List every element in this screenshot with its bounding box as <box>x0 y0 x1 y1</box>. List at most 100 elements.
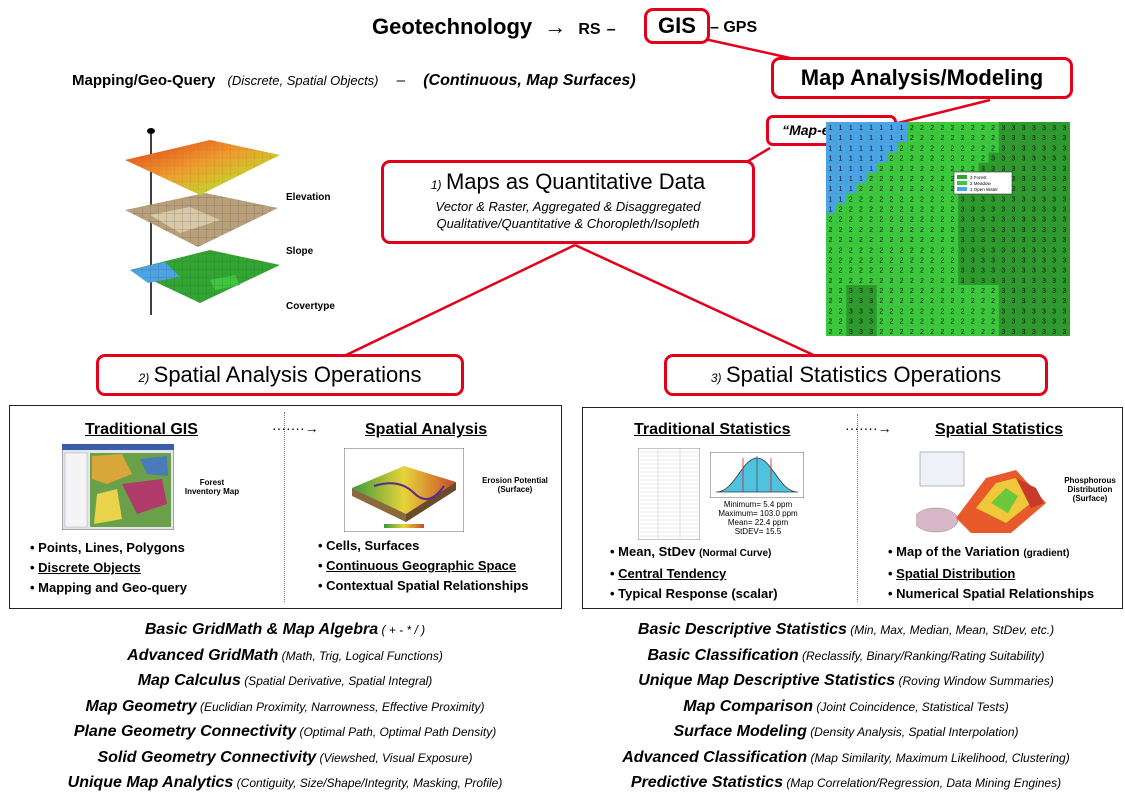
svg-text:3: 3 <box>1032 135 1036 142</box>
quant-line1: Vector & Raster, Aggregated & Disaggrega… <box>435 199 701 214</box>
analysis-list-item-detail: (Spatial Derivative, Spatial Integral) <box>244 674 433 688</box>
svg-text:2: 2 <box>879 257 883 264</box>
svg-text:1: 1 <box>829 145 833 152</box>
svg-text:3: 3 <box>869 308 873 315</box>
svg-text:2: 2 <box>839 227 843 234</box>
svg-text:3: 3 <box>859 288 863 295</box>
bullet-map-variation: • Map of the Variation (gradient) <box>888 544 1070 559</box>
gps-label: – GPS <box>710 19 758 36</box>
svg-text:2: 2 <box>910 288 914 295</box>
svg-text:2: 2 <box>920 227 924 234</box>
svg-text:2: 2 <box>940 156 944 163</box>
svg-text:2: 2 <box>920 247 924 254</box>
svg-text:3: 3 <box>1062 237 1066 244</box>
traditional-gis-bullets: • Points, Lines, Polygons • Discrete Obj… <box>30 538 187 598</box>
svg-text:2: 2 <box>829 268 833 275</box>
svg-text:2: 2 <box>930 298 934 305</box>
statistics-list-item-name: Predictive Statistics <box>630 774 783 791</box>
svg-text:3: 3 <box>1012 125 1016 132</box>
svg-text:3: 3 <box>1062 186 1066 193</box>
svg-text:2: 2 <box>920 207 924 214</box>
svg-text:3: 3 <box>961 257 965 264</box>
svg-text:2: 2 <box>900 207 904 214</box>
svg-text:1: 1 <box>849 186 853 193</box>
svg-text:2: 2 <box>910 217 914 224</box>
gis-label: GIS <box>658 13 696 38</box>
statistics-list-item-detail: (Min, Max, Median, Mean, StDev, etc.) <box>850 623 1055 637</box>
bullet-typical-response: • Typical Response (scalar) <box>610 586 778 601</box>
svg-text:1: 1 <box>849 176 853 183</box>
svg-text:3: 3 <box>1052 176 1056 183</box>
svg-text:2: 2 <box>900 156 904 163</box>
covertype-label: Covertype <box>286 301 335 312</box>
svg-text:3: 3 <box>1012 237 1016 244</box>
svg-text:2: 2 <box>829 227 833 234</box>
svg-text:2: 2 <box>879 237 883 244</box>
svg-text:3: 3 <box>961 207 965 214</box>
svg-text:2: 2 <box>961 135 965 142</box>
svg-text:2: 2 <box>940 308 944 315</box>
svg-text:1: 1 <box>869 135 873 142</box>
svg-text:3: 3 <box>971 247 975 254</box>
svg-text:2: 2 <box>971 145 975 152</box>
svg-text:3: 3 <box>1001 156 1005 163</box>
svg-text:2: 2 <box>951 278 955 285</box>
svg-text:2: 2 <box>859 237 863 244</box>
analysis-list-item-detail: (Optimal Path, Optimal Path Density) <box>299 725 497 739</box>
erosion-caption: Erosion Potential (Surface) <box>482 476 548 494</box>
svg-text:2: 2 <box>900 247 904 254</box>
svg-text:3: 3 <box>1062 207 1066 214</box>
mapping-label: Mapping/Geo-Query <box>72 72 216 89</box>
svg-text:3: 3 <box>1042 278 1046 285</box>
analysis-list-item-detail: (Contiguity, Size/Shape/Integrity, Maski… <box>236 776 503 790</box>
svg-text:2: 2 <box>981 319 985 326</box>
svg-text:2: 2 <box>981 329 985 336</box>
svg-text:2: 2 <box>879 298 883 305</box>
svg-text:1: 1 <box>869 125 873 132</box>
svg-text:3: 3 <box>1022 288 1026 295</box>
svg-text:3: 3 <box>1001 237 1005 244</box>
svg-text:2: 2 <box>879 227 883 234</box>
statistics-list-item-name: Surface Modeling <box>673 723 807 740</box>
svg-text:2: 2 <box>879 196 883 203</box>
svg-text:2: 2 <box>951 217 955 224</box>
svg-text:2: 2 <box>910 268 914 275</box>
svg-text:3: 3 <box>991 247 995 254</box>
svg-text:3: 3 <box>991 268 995 275</box>
svg-text:2: 2 <box>991 319 995 326</box>
svg-text:2: 2 <box>991 329 995 336</box>
svg-text:3: 3 <box>961 227 965 234</box>
svg-text:3: 3 <box>1022 247 1026 254</box>
spatial-statistics-bullets: • Map of the Variation (gradient) • Spat… <box>888 542 1094 604</box>
svg-text:3: 3 <box>991 227 995 234</box>
svg-text:2: 2 <box>910 176 914 183</box>
svg-text:2: 2 <box>951 186 955 193</box>
svg-text:2: 2 <box>849 278 853 285</box>
statistics-list-item: Map Comparison (Joint Coincidence, Stati… <box>568 698 1124 724</box>
spatial-statistics-list: Basic Descriptive Statistics (Min, Max, … <box>568 621 1124 800</box>
svg-text:2: 2 <box>930 217 934 224</box>
analysis-list-item-name: Basic GridMath & Map Algebra <box>144 621 379 638</box>
spatial-analysis-bullets: • Cells, Surfaces • Continuous Geographi… <box>318 536 528 596</box>
svg-text:2: 2 <box>940 278 944 285</box>
svg-text:2: 2 <box>981 145 985 152</box>
svg-text:3: 3 <box>1052 268 1056 275</box>
svg-text:2: 2 <box>859 186 863 193</box>
svg-text:3: 3 <box>1012 268 1016 275</box>
svg-text:1: 1 <box>839 156 843 163</box>
svg-text:3: 3 <box>1022 257 1026 264</box>
svg-text:3: 3 <box>1032 125 1036 132</box>
svg-text:1: 1 <box>829 166 833 173</box>
quant-line2: Qualitative/Quantitative & Choropleth/Is… <box>436 216 700 231</box>
svg-text:2: 2 <box>910 166 914 173</box>
svg-text:2: 2 <box>910 135 914 142</box>
statistics-list-item: Basic Classification (Reclassify, Binary… <box>568 647 1124 673</box>
svg-text:2: 2 <box>829 257 833 264</box>
svg-text:3: 3 <box>991 217 995 224</box>
svg-text:3: 3 <box>1052 278 1056 285</box>
svg-text:3: 3 <box>1001 135 1005 142</box>
geotech-title: Geotechnology <box>372 14 533 39</box>
svg-text:2: 2 <box>920 135 924 142</box>
svg-text:2: 2 <box>900 308 904 315</box>
